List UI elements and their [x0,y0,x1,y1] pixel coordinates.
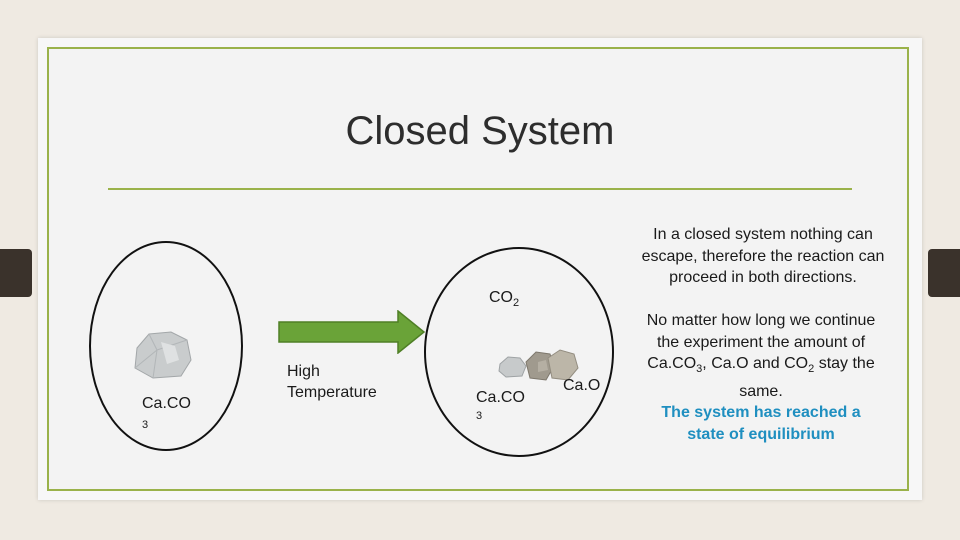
conservation-caco: Ca.CO [647,355,697,372]
right-flask-subscript: 3 [476,410,483,422]
conservation-line4: same. [739,382,783,400]
conservation-mid: , Ca.O and CO [702,355,809,372]
right-edge-tab [928,249,960,297]
explanation-paragraph: In a closed system nothing can escape, t… [641,226,885,286]
conservation-sub3: 3 [696,363,703,376]
limestone-small-rock-image [498,356,527,378]
limestone-rock-image [134,331,192,379]
gas-formula: CO2 [489,288,519,313]
product-formula: Ca.O [563,377,601,394]
right-flask-formula: Ca.CO [476,389,525,406]
conservation-line1: No matter how long we continue [646,312,876,329]
arrow-label-line1: High [287,363,320,380]
conservation-tail: stay the [814,355,875,372]
gas-formula-main: CO [489,289,513,306]
conservation-sub2: 2 [808,363,815,376]
equilibrium-statement: The system has reached a state of equili… [661,404,861,443]
left-flask-formula: Ca.CO [142,395,191,412]
left-flask-circle [89,241,243,451]
gas-formula-subscript: 2 [513,297,520,310]
slide: Closed System Ca.CO 3 High Temperature C… [38,38,922,500]
arrow-label-line2: Temperature [287,384,377,401]
title-divider [108,188,852,190]
slide-title: Closed System [345,109,615,153]
conservation-line3: Ca.CO3, Ca.O and CO2 stay the [624,353,898,381]
right-flask-circle [424,247,614,457]
conservation-line2: the experiment the amount of [656,333,866,351]
left-edge-tab [0,249,32,297]
conservation-paragraph: No matter how long we continue the exper… [624,310,898,445]
left-flask-subscript: 3 [142,419,149,431]
lime-rocks-image [525,349,579,381]
reaction-arrow-icon [278,310,426,354]
